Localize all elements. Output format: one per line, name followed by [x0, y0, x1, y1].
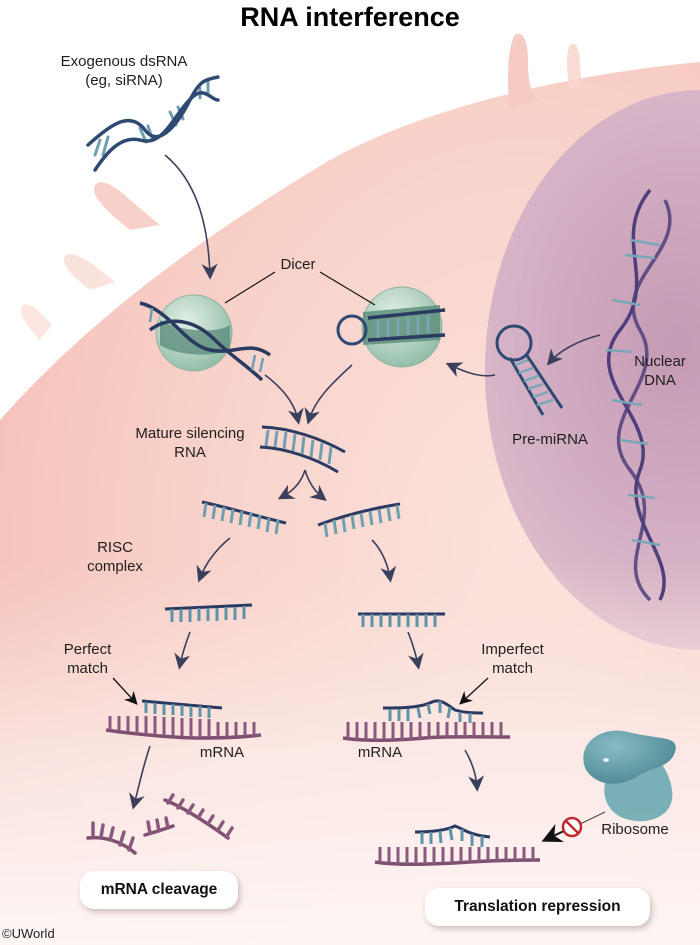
arrow-to-repression: [464, 749, 485, 792]
risc-complex-right-icon: [358, 599, 445, 627]
ribosome-icon: [583, 730, 676, 822]
copyright-text: ©UWorld: [2, 926, 55, 941]
mature-silencing-rna-label: Mature silencing RNA: [120, 424, 260, 462]
arrow-dicer-right-to-mature: [304, 364, 353, 425]
exogenous-label-line1: Exogenous dsRNA: [60, 53, 188, 70]
arrow-to-dicer-left: [164, 154, 218, 280]
imperfect-match-label: Imperfect match: [470, 640, 555, 678]
perfect-match-pointer: [112, 677, 138, 705]
dicer-leader-left: [224, 271, 276, 304]
imperfect-label-line1: Imperfect: [481, 641, 544, 658]
arrow-to-cleavage: [129, 745, 151, 810]
exogenous-label-line2: (eg, siRNA): [85, 72, 163, 89]
nuclear-dna-icon: [605, 188, 672, 602]
guide-strand-left-icon: [201, 500, 287, 535]
dicer-left-icon: [139, 294, 272, 382]
mature-label-line1: Mature silencing: [135, 425, 245, 442]
mrna-label-right: mRNA: [357, 744, 403, 761]
dicer-label: Dicer: [280, 256, 316, 273]
mrna-cleavage-badge: mRNA cleavage: [80, 871, 238, 909]
arrow-split-right: [304, 469, 327, 501]
perfect-match-complex-icon: [105, 689, 262, 740]
perfect-label-line1: Perfect: [63, 641, 112, 658]
pre-mirna-label: Pre-miRNA: [512, 431, 588, 448]
perfect-label-line2: match: [67, 660, 108, 677]
perfect-match-label: Perfect match: [50, 640, 125, 678]
repressed-complex-icon: [374, 811, 541, 867]
nucleus: [485, 90, 700, 650]
arrow-to-imperfect-match: [407, 631, 424, 670]
imperfect-match-pointer: [459, 677, 489, 705]
risc-complex-label: RISC complex: [80, 538, 150, 576]
risc-label-line1: RISC: [97, 539, 133, 556]
imperfect-label-line2: match: [492, 660, 533, 677]
page-title: RNA interference: [240, 2, 460, 32]
nuclear-label-line2: DNA: [644, 372, 676, 389]
exogenous-dsrna-icon: [86, 75, 220, 172]
cleaved-mrna-fragments-icon: [86, 793, 234, 855]
mature-silencing-rna-icon: [259, 425, 346, 474]
arrow-to-risc-left: [196, 537, 231, 583]
risc-label-line2: complex: [87, 558, 143, 575]
arrow-to-perfect-match: [174, 631, 191, 670]
risc-complex-left-icon: [164, 599, 253, 622]
nuclear-label-line1: Nuclear: [634, 353, 686, 370]
imperfect-match-complex-icon: [342, 689, 511, 743]
dicer-leader-right: [319, 271, 376, 306]
arrow-dicer-left-to-mature: [264, 374, 304, 425]
cell-body: [0, 33, 700, 945]
prohibited-icon: [561, 816, 583, 838]
guide-strand-right-icon: [317, 502, 401, 538]
translation-repression-badge: Translation repression: [425, 888, 650, 926]
mature-label-line2: RNA: [174, 444, 206, 461]
arrow-to-dicer-right: [445, 362, 496, 377]
ribosome-label: Ribosome: [601, 821, 669, 838]
pre-mirna-icon: [495, 324, 564, 416]
dicer-right-icon: [336, 286, 446, 368]
nuclear-dna-label: Nuclear DNA: [625, 352, 695, 390]
exogenous-dsrna-label: Exogenous dsRNA (eg, siRNA): [44, 52, 204, 90]
mrna-label-left: mRNA: [199, 744, 245, 761]
arrow-to-pre-mirna: [546, 334, 601, 366]
arrow-split-left: [277, 469, 306, 500]
arrow-to-risc-right: [371, 539, 397, 583]
